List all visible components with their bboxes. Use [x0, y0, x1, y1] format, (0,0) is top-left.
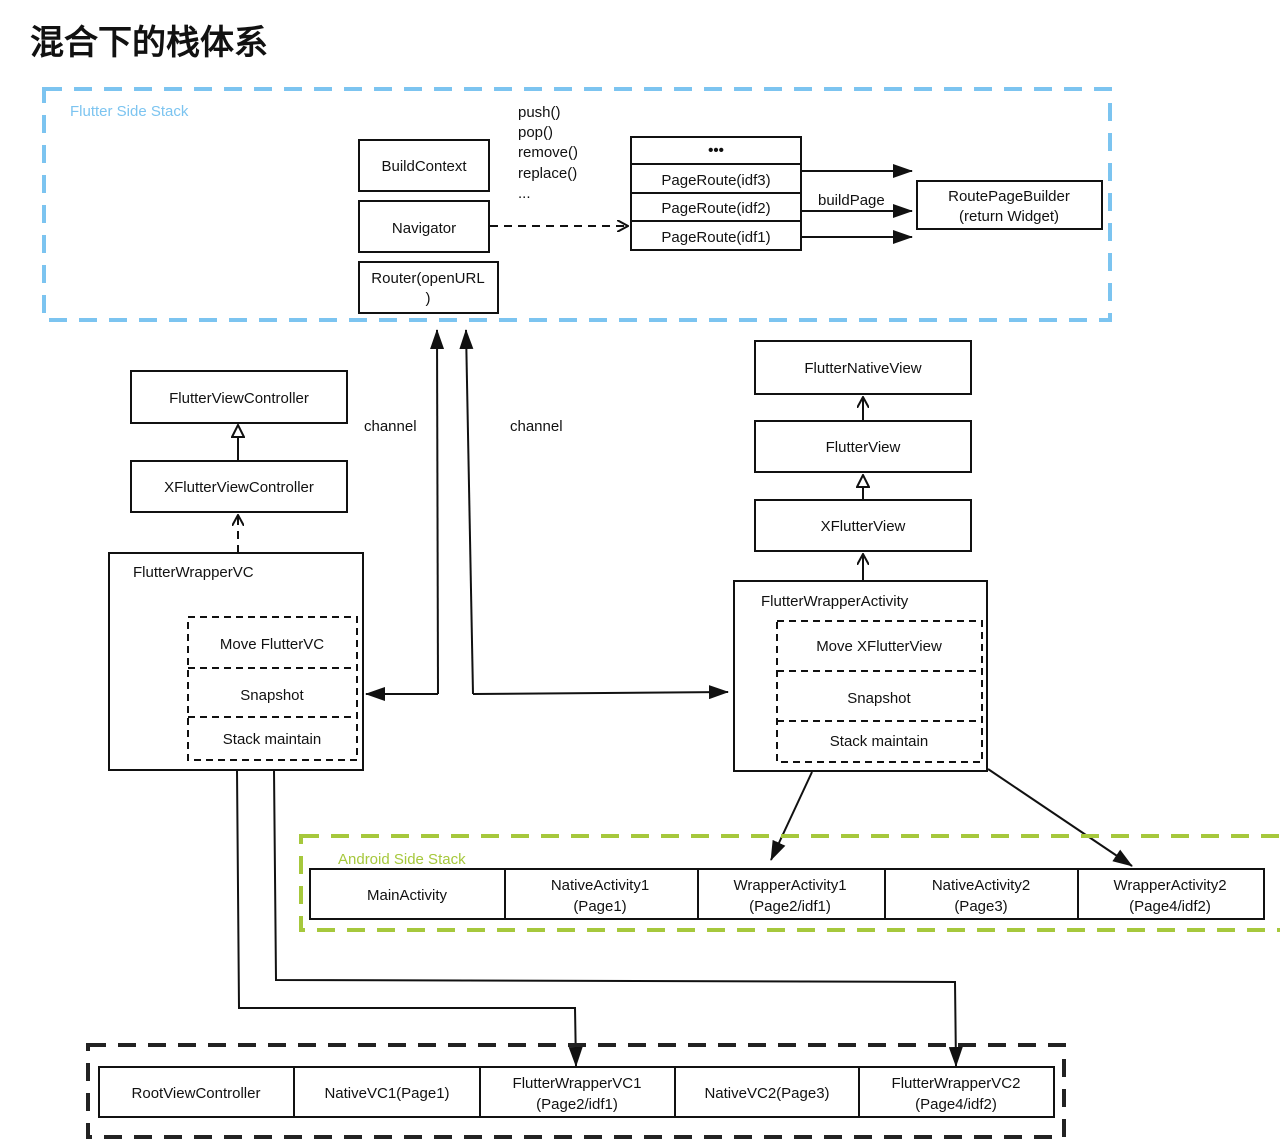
android-stack-frame	[299, 834, 1280, 932]
route-idf1: PageRoute(idf1)	[661, 229, 770, 246]
method-pop: pop()	[518, 124, 553, 141]
android-cell-wrapper1-sub: (Page2/idf1)	[749, 898, 831, 915]
android-channel-label: channel	[510, 418, 563, 435]
android-cell-native2: NativeActivity2	[932, 877, 1030, 894]
router-box: Router(openURL )	[358, 261, 499, 314]
method-remove: remove()	[518, 144, 578, 161]
x-flutter-view-controller-box: XFlutterViewController	[130, 460, 348, 513]
android-cell-native1: NativeActivity1	[551, 877, 649, 894]
wrapper-vc-to-vc1-arrow	[236, 769, 583, 1067]
method-push: push()	[518, 104, 561, 121]
route-idf3: PageRoute(idf3)	[661, 172, 770, 189]
wrapper-vc-to-vc2-arrow	[273, 769, 963, 1067]
method-replace: replace()	[518, 165, 577, 182]
ios-cell-native1: NativeVC1(Page1)	[324, 1085, 449, 1102]
navigator-methods: push() pop() remove() replace() ...	[518, 104, 578, 202]
flutter-native-view-box: FlutterNativeView	[754, 340, 972, 395]
x-flutter-view-controller-label: XFlutterViewController	[164, 479, 314, 496]
navigator-box: Navigator	[358, 200, 490, 253]
flutter-stack-frame	[42, 87, 1112, 322]
flutter-stack-label: Flutter Side Stack	[70, 103, 189, 120]
route-ellipsis: •••	[708, 142, 724, 159]
ios-hierarchy: FlutterViewController XFlutterViewContro…	[108, 370, 364, 771]
builder-label-line1: RoutePageBuilder	[948, 188, 1070, 205]
ios-cell-native2: NativeVC2(Page3)	[704, 1085, 829, 1102]
flutter-view-controller-label: FlutterViewController	[169, 390, 309, 407]
flutter-wrapper-activity-box: FlutterWrapperActivity Move XFlutterView…	[733, 580, 988, 772]
route-idf2: PageRoute(idf2)	[661, 200, 770, 217]
android-cell-native2-sub: (Page3)	[954, 898, 1007, 915]
snapshot-label: Snapshot	[847, 690, 911, 707]
ios-channel-label: channel	[364, 418, 417, 435]
ios-cell-wrapper1-sub: (Page2/idf1)	[536, 1096, 618, 1113]
android-channel-up-arrow	[459, 329, 474, 695]
wrapper-to-activity2-arrow	[987, 768, 1133, 867]
android-hierarchy: FlutterNativeView FlutterView XFlutterVi…	[733, 340, 988, 772]
android-cell-wrapper2: WrapperActivity2	[1113, 877, 1226, 894]
android-side-stack: Android Side Stack MainActivity NativeAc…	[299, 834, 1280, 932]
page-route-stack: ••• PageRoute(idf3) PageRoute(idf2) Page…	[630, 136, 802, 251]
snapshot-label: Snapshot	[240, 687, 304, 704]
android-cell-wrapper1: WrapperActivity1	[733, 877, 846, 894]
builder-label-line2: (return Widget)	[959, 208, 1059, 225]
ios-channel-up-arrow	[430, 329, 445, 695]
stack-maintain-label: Stack maintain	[223, 731, 321, 748]
x-flutter-view-box: XFlutterView	[754, 499, 972, 552]
flutter-wrapper-activity-label: FlutterWrapperActivity	[761, 593, 909, 610]
flutter-view-box: FlutterView	[754, 420, 972, 473]
wrapper-to-activity1-arrow	[770, 771, 813, 861]
page-title: 混合下的栈体系	[30, 23, 268, 63]
android-cell-native1-sub: (Page1)	[573, 898, 626, 915]
build-page-label: buildPage	[818, 192, 885, 209]
move-xflutterview-label: Move XFlutterView	[816, 638, 942, 655]
method-more: ...	[518, 185, 531, 202]
ios-cell-wrapper2-sub: (Page4/idf2)	[915, 1096, 997, 1113]
ios-cell-wrapper1: FlutterWrapperVC1	[513, 1075, 642, 1092]
stack-maintain-label: Stack maintain	[830, 733, 928, 750]
android-cell-main: MainActivity	[367, 887, 448, 904]
navigator-label: Navigator	[392, 220, 456, 237]
flutter-view-label: FlutterView	[826, 439, 901, 456]
android-channel-right-arrow	[472, 685, 729, 700]
flutter-native-view-label: FlutterNativeView	[804, 360, 921, 377]
route-page-builder-box: RoutePageBuilder (return Widget)	[916, 180, 1103, 230]
ios-cell-root: RootViewController	[132, 1085, 261, 1102]
flutter-view-controller-box: FlutterViewController	[130, 370, 348, 424]
x-flutter-view-label: XFlutterView	[821, 518, 906, 535]
router-label-line2: )	[426, 290, 431, 307]
move-fluttervc-label: Move FlutterVC	[220, 636, 324, 653]
android-stack-label: Android Side Stack	[338, 851, 466, 868]
build-context-label: BuildContext	[381, 158, 467, 175]
android-cell-wrapper2-sub: (Page4/idf2)	[1129, 898, 1211, 915]
flutter-side-stack: Flutter Side Stack BuildContext Navigato…	[42, 87, 1112, 322]
router-label-line1: Router(openURL	[371, 270, 484, 287]
ios-stack-frame	[86, 1043, 1066, 1139]
ios-side-stack: RootViewController NativeVC1(Page1) Flut…	[86, 1043, 1066, 1139]
build-context-box: BuildContext	[358, 139, 490, 192]
flutter-wrapper-vc-box: FlutterWrapperVC Move FlutterVC Snapshot…	[108, 552, 364, 771]
ios-cell-wrapper2: FlutterWrapperVC2	[892, 1075, 1021, 1092]
flutter-wrapper-vc-label: FlutterWrapperVC	[133, 564, 254, 581]
